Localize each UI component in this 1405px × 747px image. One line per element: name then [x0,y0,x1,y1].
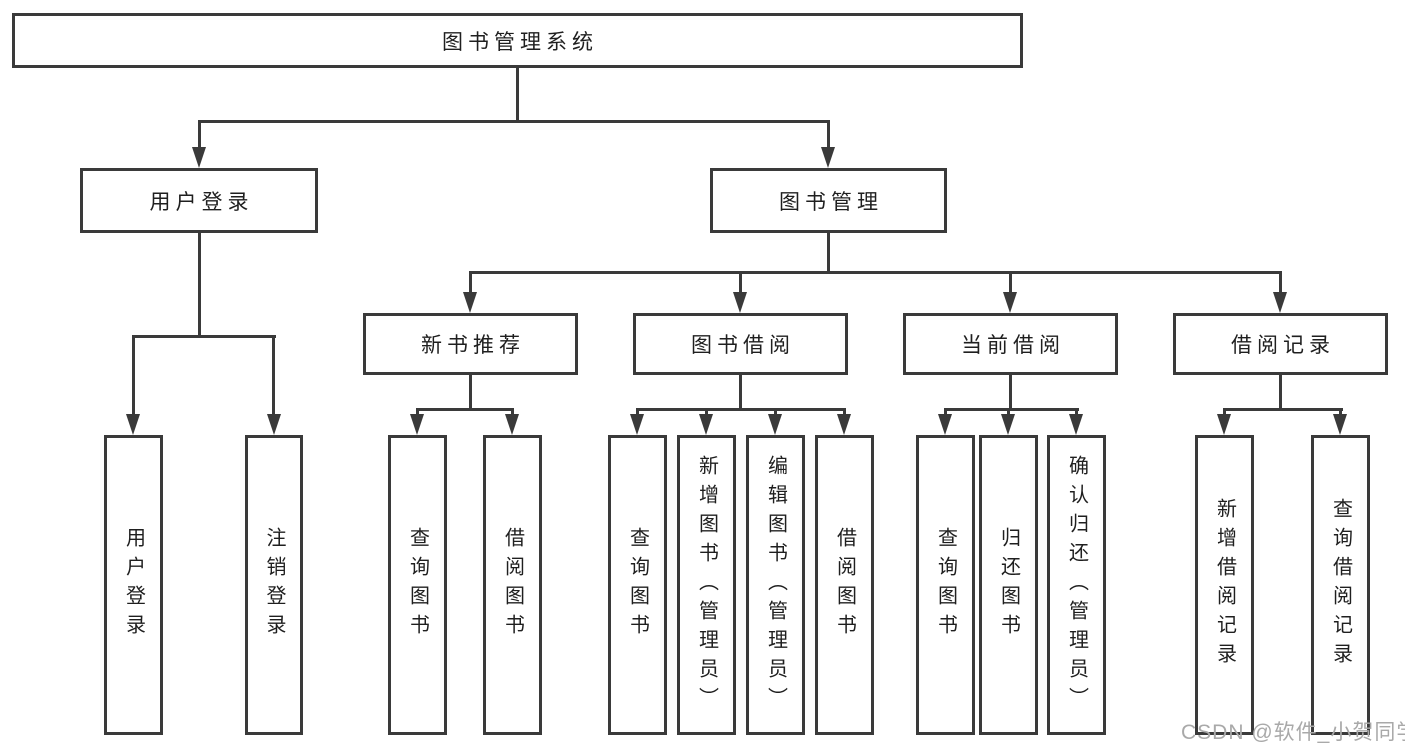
leaf-add-book-admin: 新增图书（管理员） [677,435,736,735]
edge-vline [1009,375,1012,411]
edge-arrowhead-icon [1003,292,1017,313]
node-book-management-label: 图书管理 [779,190,883,214]
leaf-borrow-book: 借阅图书 [815,435,874,735]
leaf-add-borrow-record: 新增借阅记录 [1195,435,1254,735]
node-book-borrow-label: 图书借阅 [691,334,795,357]
node-user-login-label: 用户登录 [149,190,254,214]
edge-hline [636,408,846,411]
edge-arrowhead-icon [837,414,851,435]
leaf-confirm-return-admin: 确认归还（管理员） [1047,435,1106,735]
leaf-edit-book-admin: 编辑图书（管理员） [746,435,805,735]
edge-arrowhead-icon [463,292,477,313]
edge-arrowhead-icon [938,414,952,435]
edge-vline [511,408,514,418]
leaf-confirm-return-admin-label: 确认归还（管理员） [1065,454,1088,716]
edge-vline [944,408,947,418]
watermark-text: CSDN @软件_小贺同学 [1181,721,1405,744]
edge-vline [827,233,830,273]
leaf-query-book-current-label: 查询图书 [934,527,957,643]
node-new-book-recommend: 新书推荐 [363,313,578,375]
edge-vline [469,375,472,411]
edge-arrowhead-icon [267,414,281,435]
edge-arrowhead-icon [1273,292,1287,313]
edge-vline [198,233,201,337]
edge-hline [1223,408,1343,411]
edge-arrowhead-icon [768,414,782,435]
leaf-query-borrow-record-label: 查询借阅记录 [1329,498,1352,672]
edge-arrowhead-icon [192,147,206,168]
edge-arrowhead-icon [699,414,713,435]
leaf-edit-book-admin-label: 编辑图书（管理员） [764,454,787,716]
edge-vline [636,408,639,418]
leaf-add-book-admin-label: 新增图书（管理员） [695,454,718,716]
edge-hline [469,271,1282,274]
edge-hline [416,408,514,411]
edge-vline [132,335,135,417]
edge-vline [1339,408,1342,418]
edge-vline [1075,408,1078,418]
leaf-return-book: 归还图书 [979,435,1038,735]
edge-arrowhead-icon [1001,414,1015,435]
edge-vline [1009,271,1012,296]
node-book-borrow: 图书借阅 [633,313,848,375]
node-new-book-recommend-label: 新书推荐 [421,334,525,357]
edge-vline [1007,408,1010,418]
edge-hline [198,120,830,123]
edge-arrowhead-icon [505,414,519,435]
node-root-label: 图书管理系统 [442,30,598,54]
edge-vline [705,408,708,418]
edge-vline [827,120,830,151]
edge-arrowhead-icon [1333,414,1347,435]
edge-vline [469,271,472,296]
edge-vline [516,68,519,122]
node-book-management: 图书管理 [710,168,947,233]
node-borrow-record: 借阅记录 [1173,313,1388,375]
edge-arrowhead-icon [733,292,747,313]
node-current-borrow-label: 当前借阅 [961,334,1065,357]
edge-vline [272,335,275,417]
edge-arrowhead-icon [126,414,140,435]
node-current-borrow: 当前借阅 [903,313,1118,375]
edge-vline [843,408,846,418]
edge-arrowhead-icon [410,414,424,435]
leaf-query-book-borrow: 查询图书 [608,435,667,735]
edge-vline [198,120,201,151]
leaf-borrow-book-recommend-label: 借阅图书 [501,527,524,643]
edge-vline [1223,408,1226,418]
leaf-query-book-recommend-label: 查询图书 [406,527,429,643]
leaf-borrow-book-label: 借阅图书 [833,527,856,643]
edge-vline [739,271,742,296]
edge-vline [1279,271,1282,296]
leaf-query-book-current: 查询图书 [916,435,975,735]
leaf-query-book-borrow-label: 查询图书 [626,527,649,643]
edge-arrowhead-icon [821,147,835,168]
edge-vline [416,408,419,418]
leaf-logout-label: 注销登录 [263,527,285,643]
node-root: 图书管理系统 [12,13,1023,68]
leaf-user-login-label: 用户登录 [122,527,145,643]
leaf-logout: 注销登录 [245,435,303,735]
edge-arrowhead-icon [1069,414,1083,435]
edge-vline [1279,375,1282,411]
leaf-query-book-recommend: 查询图书 [388,435,447,735]
node-borrow-record-label: 借阅记录 [1231,334,1335,357]
edge-vline [774,408,777,418]
edge-vline [739,375,742,411]
node-user-login: 用户登录 [80,168,318,233]
edge-arrowhead-icon [1217,414,1231,435]
leaf-query-borrow-record: 查询借阅记录 [1311,435,1370,735]
edge-arrowhead-icon [630,414,644,435]
leaf-add-borrow-record-label: 新增借阅记录 [1213,498,1236,672]
edge-hline [944,408,1079,411]
leaf-return-book-label: 归还图书 [997,527,1020,643]
leaf-user-login: 用户登录 [104,435,163,735]
edge-hline [132,335,276,338]
leaf-borrow-book-recommend: 借阅图书 [483,435,542,735]
